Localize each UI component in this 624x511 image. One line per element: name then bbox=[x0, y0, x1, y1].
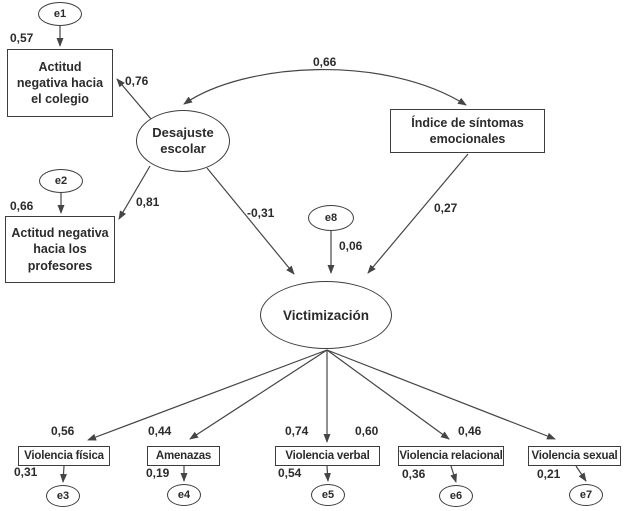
label-path-desajuste-victimizacion: -0,31 bbox=[247, 206, 275, 220]
edge-sexual-e7 bbox=[575, 465, 587, 482]
edge-desajuste-indice-covariance bbox=[183, 69, 467, 106]
edge-desajuste-victimizacion bbox=[206, 167, 295, 275]
edge-victimizacion-amenazas bbox=[189, 349, 328, 440]
label-loading-fisica: 0,56 bbox=[51, 424, 75, 438]
label-variance-amenazas: 0,19 bbox=[146, 466, 170, 480]
label-covariance-desajuste-indice: 0,66 bbox=[313, 55, 337, 69]
node-violencia-relacional: Violencia relacional bbox=[398, 446, 504, 466]
node-violencia-sexual: Violencia sexual bbox=[528, 446, 621, 466]
node-desajuste-escolar: Desajuste escolar bbox=[136, 110, 230, 172]
node-e4: e4 bbox=[167, 484, 201, 506]
label-loading-sexual: 0,46 bbox=[458, 424, 482, 438]
label-variance-verbal: 0,54 bbox=[278, 466, 302, 480]
node-e5: e5 bbox=[311, 484, 345, 506]
node-victimizacion: Victimización bbox=[260, 281, 392, 349]
edge-desajuste-colegio bbox=[116, 78, 152, 120]
edge-desajuste-profesores bbox=[118, 165, 151, 220]
label-loading-colegio: 0,76 bbox=[125, 74, 149, 88]
label-variance-sexual: 0,21 bbox=[537, 467, 561, 481]
node-violencia-verbal: Violencia verbal bbox=[275, 446, 380, 466]
label-variance-fisica: 0,31 bbox=[14, 465, 38, 479]
label-loading-amenazas: 0,44 bbox=[148, 424, 172, 438]
edge-fisica-e3 bbox=[60, 465, 67, 483]
edge-relacional-e6 bbox=[450, 465, 457, 483]
edge-victimizacion-relacional bbox=[326, 349, 450, 440]
label-path-indice-victimizacion: 0,27 bbox=[434, 201, 458, 215]
label-variance-relacional: 0,36 bbox=[402, 467, 426, 481]
node-actitud-negativa-colegio: Actitud negativa hacia el colegio bbox=[7, 49, 113, 117]
edge-victimizacion-sexual bbox=[326, 349, 556, 440]
label-loading-relacional: 0,60 bbox=[355, 424, 379, 438]
node-actitud-negativa-profesores: Actitud negativa hacia los profesores bbox=[5, 216, 115, 283]
node-e1: e1 bbox=[38, 2, 82, 26]
node-e8: e8 bbox=[308, 205, 354, 231]
label-loading-verbal: 0,74 bbox=[285, 424, 309, 438]
node-e6: e6 bbox=[439, 485, 473, 507]
edge-victimizacion-fisica bbox=[87, 349, 328, 441]
edge-indice-victimizacion bbox=[367, 153, 469, 274]
node-e2: e2 bbox=[39, 169, 83, 193]
node-e7: e7 bbox=[569, 484, 603, 506]
node-amenazas: Amenazas bbox=[147, 446, 220, 466]
label-loading-profesores: 0,81 bbox=[136, 195, 160, 209]
label-variance-profesores: 0,66 bbox=[10, 199, 34, 213]
node-violencia-fisica: Violencia física bbox=[18, 446, 110, 466]
edge-verbal-e5 bbox=[323, 465, 331, 482]
node-e3: e3 bbox=[46, 485, 80, 507]
label-variance-colegio: 0,57 bbox=[10, 31, 34, 45]
node-indice-sintomas-emocionales: Índice de síntomas emocionales bbox=[390, 109, 545, 153]
label-path-e8-victimizacion: 0,06 bbox=[339, 239, 363, 253]
